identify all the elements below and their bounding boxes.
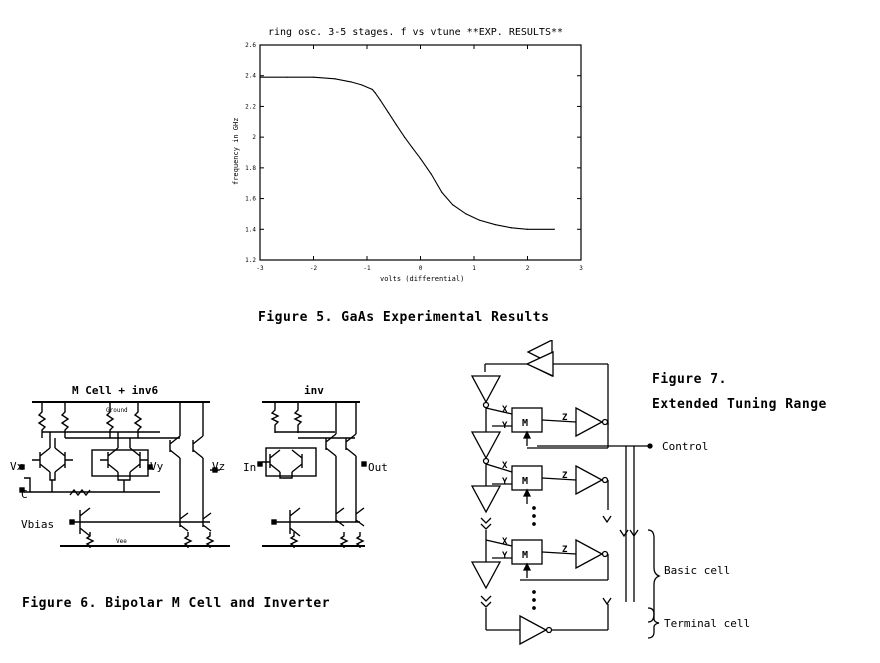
- z-label-1: Z: [562, 413, 568, 423]
- x-tick-label-5: 2: [526, 265, 530, 272]
- data-point-0-1: [286, 76, 288, 78]
- data-point-0-8: [379, 99, 381, 101]
- data-point-0-9: [387, 111, 389, 114]
- data-point-0-4: [350, 81, 352, 83]
- data-point-0-12: [411, 147, 414, 149]
- z-label-3: Z: [562, 545, 568, 555]
- y-label-3: Y: [502, 551, 508, 561]
- data-point-0-18: [478, 219, 480, 221]
- vee-label: Vee: [116, 538, 127, 545]
- x-tick-label-6: 3: [579, 265, 583, 272]
- vz-label: Vz: [212, 460, 225, 473]
- figure-7-caption-line1: Figure 7.: [652, 372, 727, 387]
- basic-cell-label: Basic cell: [664, 564, 730, 577]
- data-point-0-3: [334, 78, 336, 80]
- m-block-1-label: M: [522, 418, 528, 429]
- y-label-2: Y: [502, 477, 508, 487]
- y-axis-label: frequency in GHz: [232, 117, 240, 185]
- figure-5-caption: Figure 5. GaAs Experimental Results: [258, 310, 550, 325]
- m-block-3-label: M: [522, 550, 528, 561]
- data-point-0-20: [510, 227, 513, 229]
- z-label-2: Z: [562, 471, 568, 481]
- data-point-0-11: [403, 136, 406, 138]
- terminal-cell-label: Terminal cell: [664, 617, 750, 630]
- vy-label: Vy: [150, 460, 164, 473]
- y-tick-label-0: 1.2: [245, 257, 256, 264]
- x-tick-label-1: -2: [310, 265, 318, 272]
- x-label-1: X: [502, 405, 508, 415]
- series-line-0: [260, 76, 555, 230]
- chart-layer: -3 -2 -1 0 1 2 3 1.2 1.4 1.6 1.8 2 2.2 2.4 2.6: [245, 42, 583, 272]
- inv-title: inv: [304, 384, 324, 397]
- data-point-0-2: [312, 76, 315, 78]
- x-label-3: X: [502, 537, 508, 547]
- x-tick-label-2: -1: [363, 265, 371, 272]
- x-tick-label-0: -3: [256, 265, 264, 272]
- vx-label: Vx: [10, 460, 24, 473]
- x-axis-label: volts (differential): [380, 275, 465, 283]
- bipolar-m-cell-schematic: M Cell + inv6 inv Ground Vee Vx Vy: [10, 384, 388, 548]
- ground-label: Ground: [106, 407, 128, 414]
- data-point-0-7: [374, 92, 376, 94]
- data-point-0-5: [361, 84, 363, 86]
- m-block-2-label: M: [522, 476, 528, 487]
- data-point-0-13: [419, 158, 422, 160]
- data-point-0-21: [526, 228, 529, 230]
- data-point-0-6: [371, 88, 373, 91]
- c-label: C: [21, 488, 28, 501]
- control-label: Control: [662, 440, 708, 453]
- x-tick-label-4: 1: [472, 265, 476, 272]
- in-label: In: [243, 461, 256, 474]
- data-point-0-17: [465, 213, 467, 215]
- data-point-0-10: [395, 124, 398, 126]
- x-tick-label-3: 0: [419, 265, 423, 272]
- out-label: Out: [368, 461, 388, 474]
- y-tick-label-1: 1.4: [245, 226, 256, 233]
- y-tick-label-2: 1.6: [245, 196, 256, 203]
- vbias-label: Vbias: [21, 518, 54, 531]
- data-point-0-19: [494, 224, 496, 226]
- x-label-2: X: [502, 461, 508, 471]
- data-point-0-14: [430, 173, 432, 175]
- y-tick-label-3: 1.8: [245, 165, 256, 172]
- y-tick-label-6: 2.4: [245, 73, 256, 80]
- figure-7-caption-line2: Extended Tuning Range: [652, 397, 827, 412]
- m-cell-title: M Cell + inv6: [72, 384, 158, 397]
- data-point-0-22: [553, 228, 555, 230]
- y-tick-label-4: 2: [252, 134, 256, 141]
- data-point-0-16: [452, 204, 454, 206]
- data-point-0-0: [259, 76, 261, 78]
- chart-title: ring osc. 3-5 stages. f vs vtune **EXP. …: [268, 27, 564, 38]
- tuning-range-diagram: M M M X Y X Y X Y Z Z Z: [470, 340, 750, 646]
- figure-6-caption: Figure 6. Bipolar M Cell and Inverter: [22, 596, 331, 611]
- data-point-0-15: [441, 191, 443, 194]
- y-tick-label-7: 2.6: [245, 42, 256, 49]
- y-tick-label-5: 2.2: [245, 103, 256, 110]
